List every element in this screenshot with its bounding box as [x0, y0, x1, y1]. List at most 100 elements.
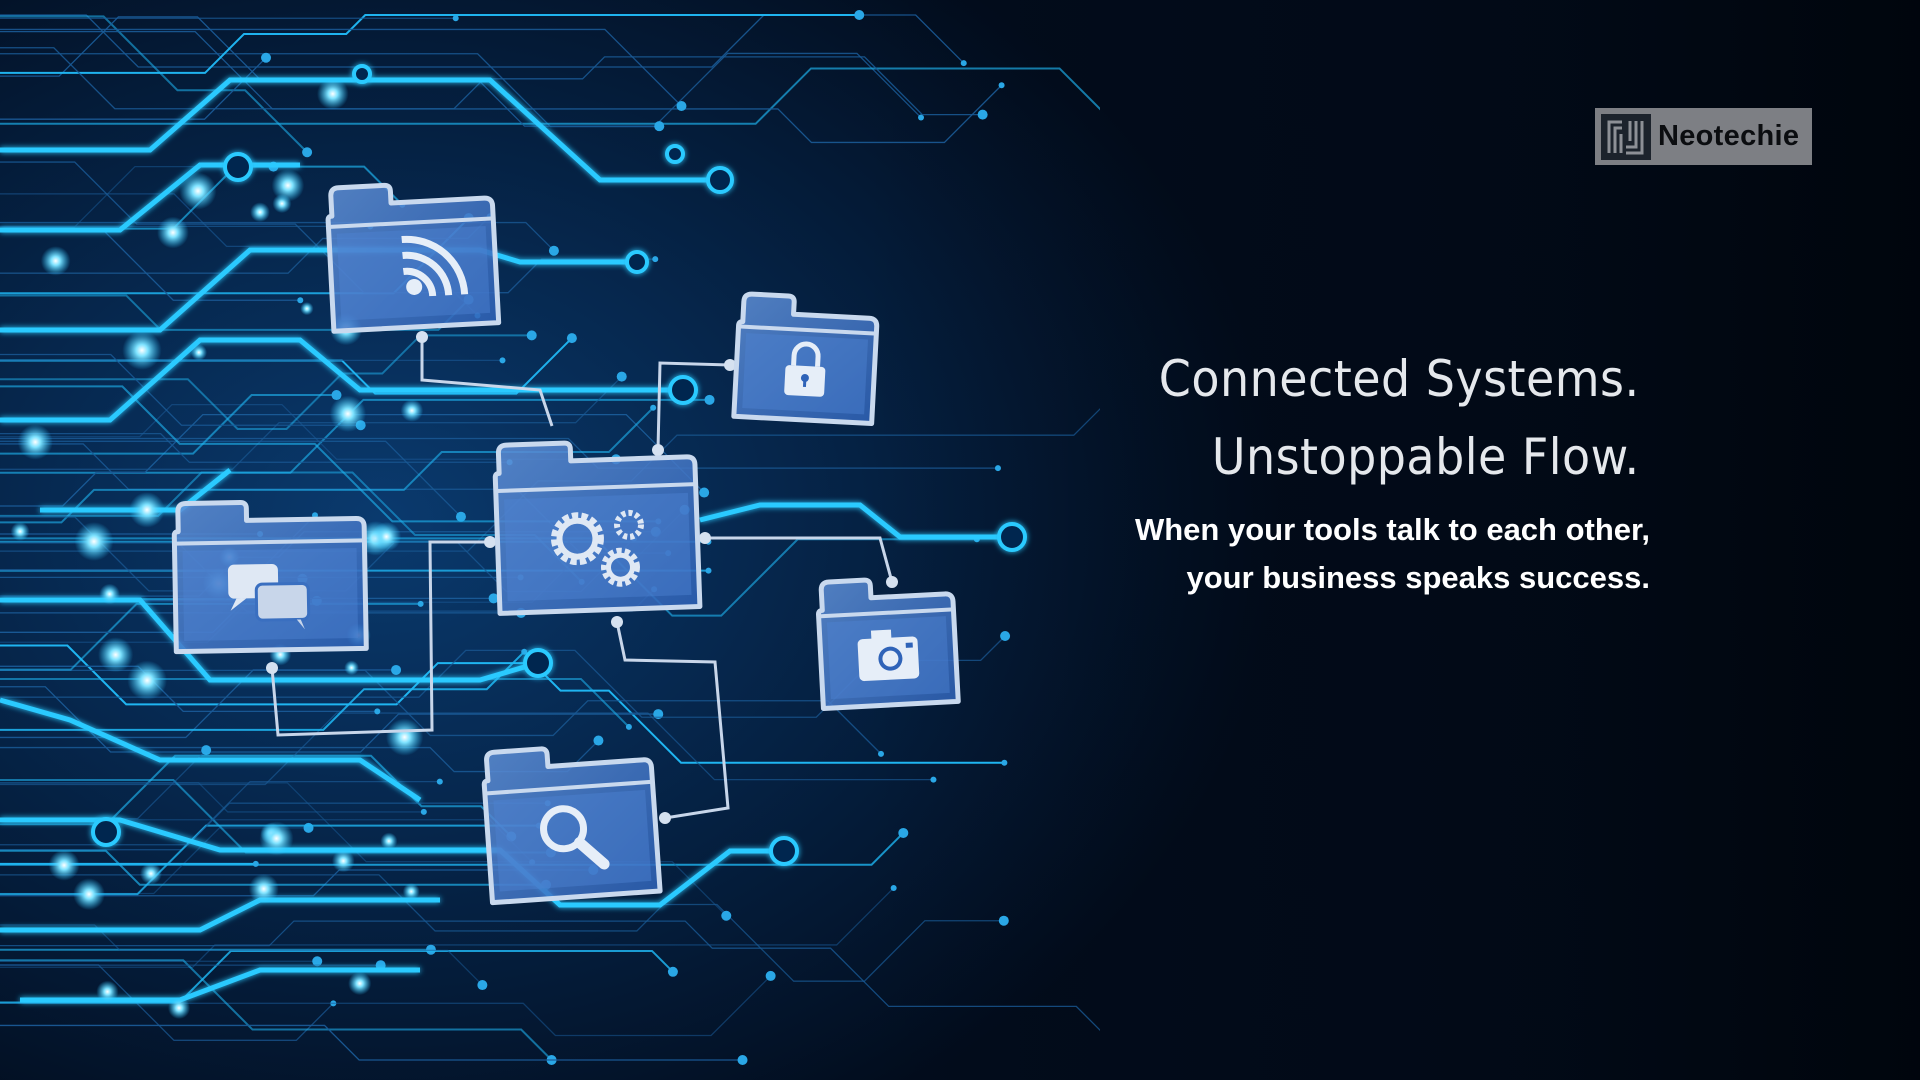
light-spark [190, 344, 208, 361]
folder-connection-dots [266, 331, 898, 824]
circuit-node [302, 147, 313, 158]
light-spark [300, 302, 314, 316]
circuit-node [436, 778, 443, 785]
circuit-node [994, 465, 1001, 472]
circuit-trace [0, 924, 483, 986]
light-spark [96, 980, 119, 1003]
circuit-node [616, 371, 627, 382]
circuit-trace [0, 413, 705, 507]
circuit-node [918, 114, 925, 121]
circuit-node [854, 10, 865, 20]
folder-gears [492, 440, 703, 616]
circuit-node [765, 970, 776, 981]
circuit-trace [0, 57, 267, 120]
circuit-node [704, 394, 715, 405]
light-spark [99, 583, 120, 605]
light-spark [385, 718, 424, 756]
circuit-trace [0, 398, 710, 474]
headline-line-1: Connected Systems. [1159, 350, 1640, 408]
circuit-node [676, 101, 687, 112]
circuit-trace [0, 669, 397, 739]
circuit-node [420, 808, 427, 815]
circuit-trace [0, 651, 525, 731]
folder-rss-feed [325, 182, 502, 334]
circuit-trace [0, 959, 553, 1061]
light-spark [248, 873, 279, 904]
circuit-trace [0, 780, 440, 851]
circuit-node [652, 256, 659, 263]
folder-lock [731, 291, 880, 427]
light-spark [271, 169, 305, 202]
light-spark [122, 330, 162, 370]
circuit-trace [0, 874, 1004, 982]
circuit-trace [0, 67, 1100, 125]
circuit-node [452, 15, 459, 22]
circuit-node [653, 709, 664, 720]
circuit-node [930, 776, 937, 783]
circuit-trace [0, 432, 510, 463]
light-spark [348, 971, 372, 996]
light-spark [167, 996, 191, 1020]
circuit-node [737, 1055, 748, 1065]
circuit-node [455, 511, 466, 522]
circuit-node [878, 750, 885, 757]
circuit-node [721, 910, 732, 921]
circuit-trace [0, 869, 594, 897]
brand-logo[interactable]: Neotechie [1595, 108, 1812, 165]
circuit-trace [0, 385, 659, 523]
circuit-node [303, 822, 314, 833]
circuit-node [705, 567, 712, 574]
circuit-node [391, 664, 402, 675]
circuit-trace [0, 677, 630, 728]
circuit-trace [0, 1024, 743, 1061]
circuit-node [417, 600, 424, 607]
headline-line-2: Unstoppable Flow. [1212, 428, 1640, 486]
light-spark [316, 78, 349, 110]
circuit-node [1001, 759, 1008, 766]
circuit-trace [0, 403, 617, 460]
circuit-node [374, 708, 381, 715]
search-icon [540, 805, 610, 870]
circuit-trace [0, 334, 532, 430]
circuit-node [593, 735, 604, 746]
logo-mark-icon [1601, 113, 1651, 160]
light-spark [402, 883, 420, 900]
circuit-trace [0, 782, 424, 813]
light-spark [400, 399, 424, 422]
light-spark [127, 660, 167, 701]
light-spark [129, 492, 165, 528]
circuit-node [699, 487, 710, 498]
circuit-trace [0, 52, 922, 128]
circuit-trace [0, 47, 983, 116]
circuit-trace [0, 15, 308, 153]
light-spark [98, 637, 134, 673]
circuit-trace [0, 712, 934, 786]
circuit-trace [0, 887, 895, 968]
folder-search [481, 746, 663, 906]
circuit-illustration [0, 10, 1100, 1065]
circuit-node [297, 297, 304, 304]
light-spark [40, 246, 71, 276]
circuit-node [960, 60, 967, 67]
circuit-node [890, 884, 897, 891]
circuit-trace [0, 644, 1005, 764]
circuit-trace [0, 394, 337, 455]
circuit-node [499, 357, 506, 364]
circuit-node [977, 109, 988, 120]
light-spark [74, 522, 114, 561]
circuit-node [548, 245, 559, 256]
circuit-node [1000, 630, 1011, 641]
circuit-node [998, 82, 1005, 89]
tagline: When your tools talk to each other, your… [1134, 512, 1650, 595]
circuit-trace [0, 920, 1100, 1032]
circuit-node [650, 404, 657, 411]
circuit-node [625, 723, 632, 730]
brand-name: Neotechie [1658, 120, 1800, 152]
light-spark [17, 424, 53, 460]
light-spark [48, 849, 80, 881]
folder-camera [816, 577, 961, 711]
circuit-trace [0, 754, 512, 838]
circuit-node [331, 390, 342, 401]
light-spark [73, 878, 105, 911]
circuit-trace [0, 14, 860, 74]
